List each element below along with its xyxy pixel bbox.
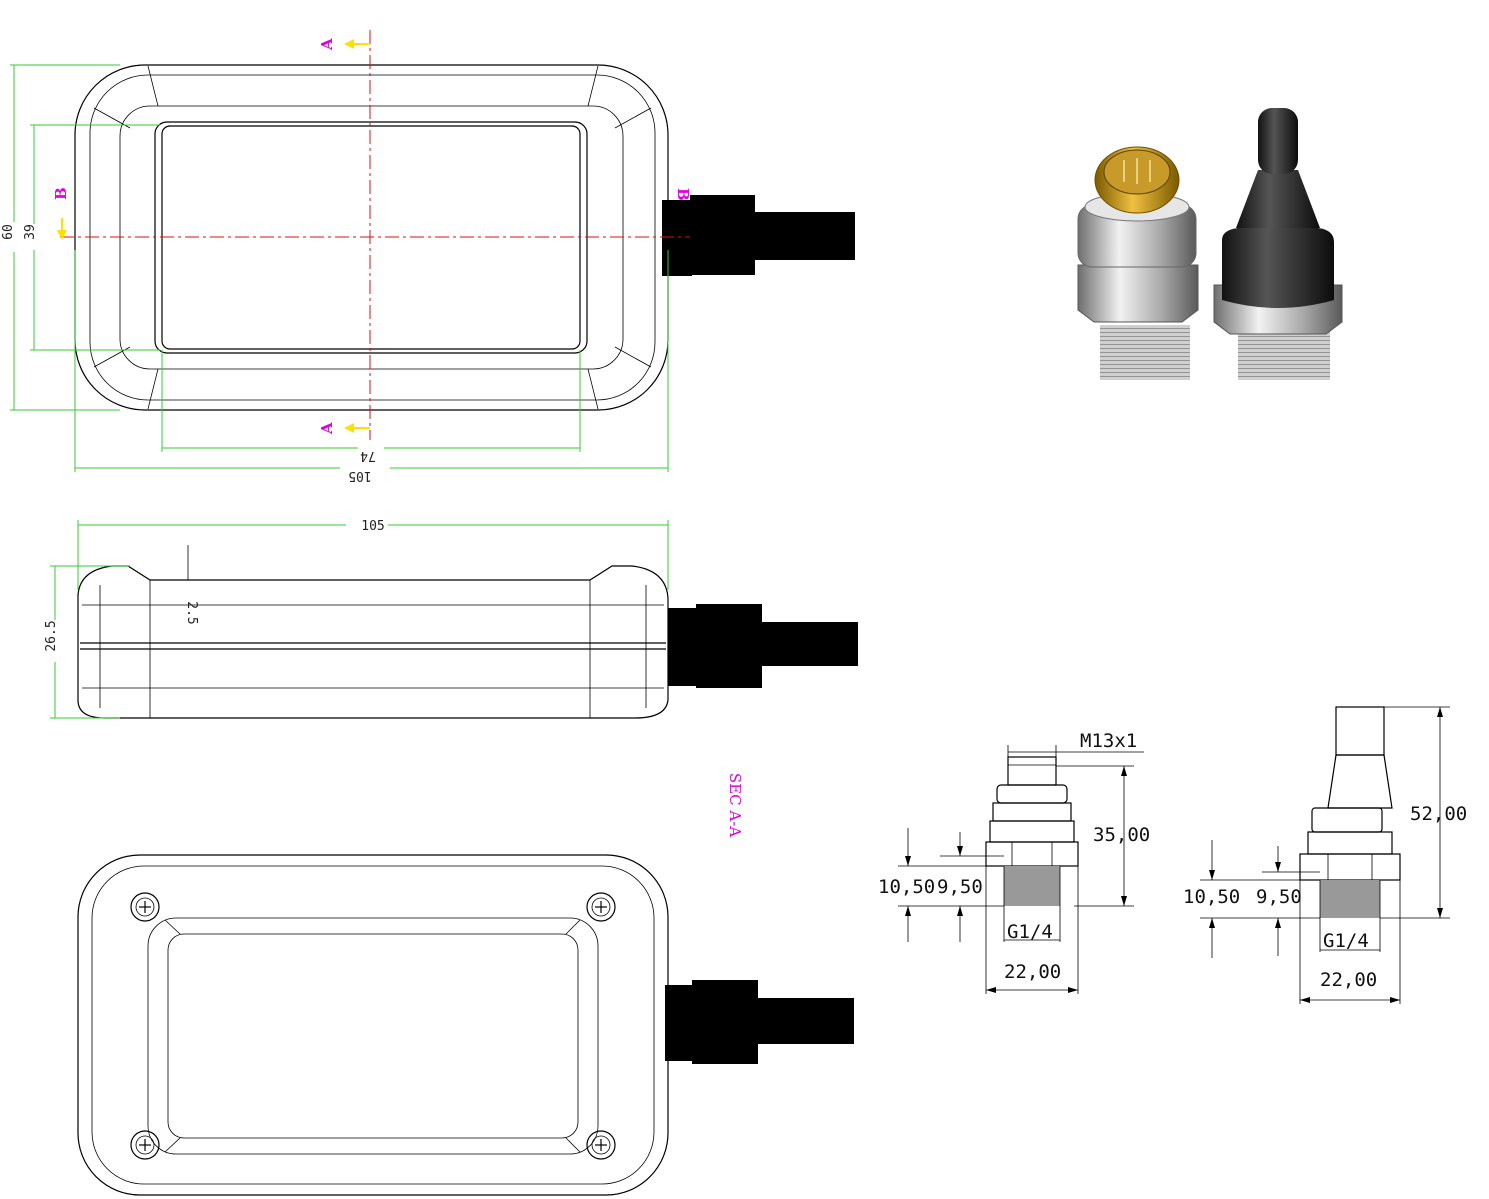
screw-icon <box>130 1130 160 1160</box>
thread-section <box>1004 866 1060 906</box>
cable-gland <box>665 985 695 1061</box>
dim-window-height: 39 <box>23 224 38 240</box>
dim-left-width: 22,00 <box>1004 961 1061 983</box>
thread-size-right: G1/4 <box>1323 930 1369 952</box>
side-view-dimensions <box>46 517 669 719</box>
section-b-label-left: B <box>52 187 70 200</box>
connector-capped-photo <box>1213 108 1343 380</box>
dim-left-a: 10,50 <box>878 876 935 898</box>
cable-gland <box>662 200 692 276</box>
dim-right-b: 9,50 <box>1256 886 1302 908</box>
thread-section <box>1320 880 1380 918</box>
cable <box>754 998 854 1044</box>
dim-left-b: 9,50 <box>937 876 983 898</box>
section-a-label-bottom: A <box>318 422 336 435</box>
hex-nut <box>985 841 1079 867</box>
connector-drawing-right <box>1200 706 1450 1004</box>
screw-icon <box>586 1130 616 1160</box>
screw-icon <box>130 892 160 922</box>
section-a-label-top: A <box>318 38 336 51</box>
thread-size-left: G1/4 <box>1007 921 1053 943</box>
dim-right-height: 52,00 <box>1410 803 1467 825</box>
dim-window-width: 74 <box>360 448 376 463</box>
cable-gland <box>668 608 698 686</box>
dim-side-offset: 2.5 <box>184 601 199 624</box>
cable <box>758 622 858 666</box>
connector-male-photo <box>1077 146 1199 380</box>
cable <box>750 212 855 260</box>
connector-drawing-left <box>898 745 1144 994</box>
bottom-housing-outline <box>77 854 669 1196</box>
dim-left-height: 35,00 <box>1093 824 1150 846</box>
side-view: 105 26.5 2.5 <box>44 517 858 719</box>
dim-overall-width: 105 <box>348 468 371 483</box>
dim-side-height: 26.5 <box>44 620 59 651</box>
thread-label-m13: M13x1 <box>1080 730 1137 752</box>
top-view-dimensions <box>2 64 669 475</box>
bottom-recess <box>167 933 579 1139</box>
dim-side-length: 105 <box>361 519 384 534</box>
section-b-label-right: B <box>674 188 692 201</box>
top-view: A A B B 105 74 60 39 <box>1 30 855 483</box>
dim-right-a: 10,50 <box>1183 886 1240 908</box>
section-arrow-icon <box>344 423 354 433</box>
section-arrow-icon <box>344 39 354 49</box>
section-arrow-icon <box>57 230 67 240</box>
screw-icon <box>586 892 616 922</box>
side-housing-outline <box>77 565 669 719</box>
bottom-view <box>77 854 854 1196</box>
connector-photo <box>1077 108 1343 380</box>
dim-right-width: 22,00 <box>1320 969 1377 991</box>
section-title: SEC A-A <box>726 773 744 837</box>
hex-nut <box>1299 853 1401 881</box>
dim-overall-height: 60 <box>1 224 16 240</box>
